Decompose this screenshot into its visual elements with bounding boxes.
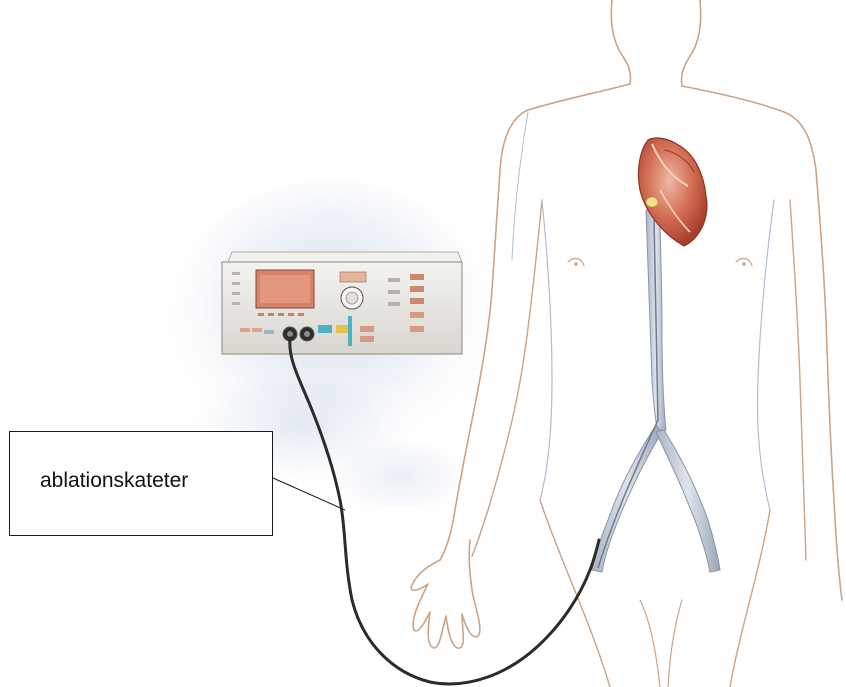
ablation-catheter-label: ablationskateter bbox=[40, 469, 188, 493]
callout-box: ablationskateter bbox=[9, 431, 273, 536]
vessel-pathway bbox=[592, 210, 720, 572]
ablation-generator-icon bbox=[222, 252, 462, 354]
